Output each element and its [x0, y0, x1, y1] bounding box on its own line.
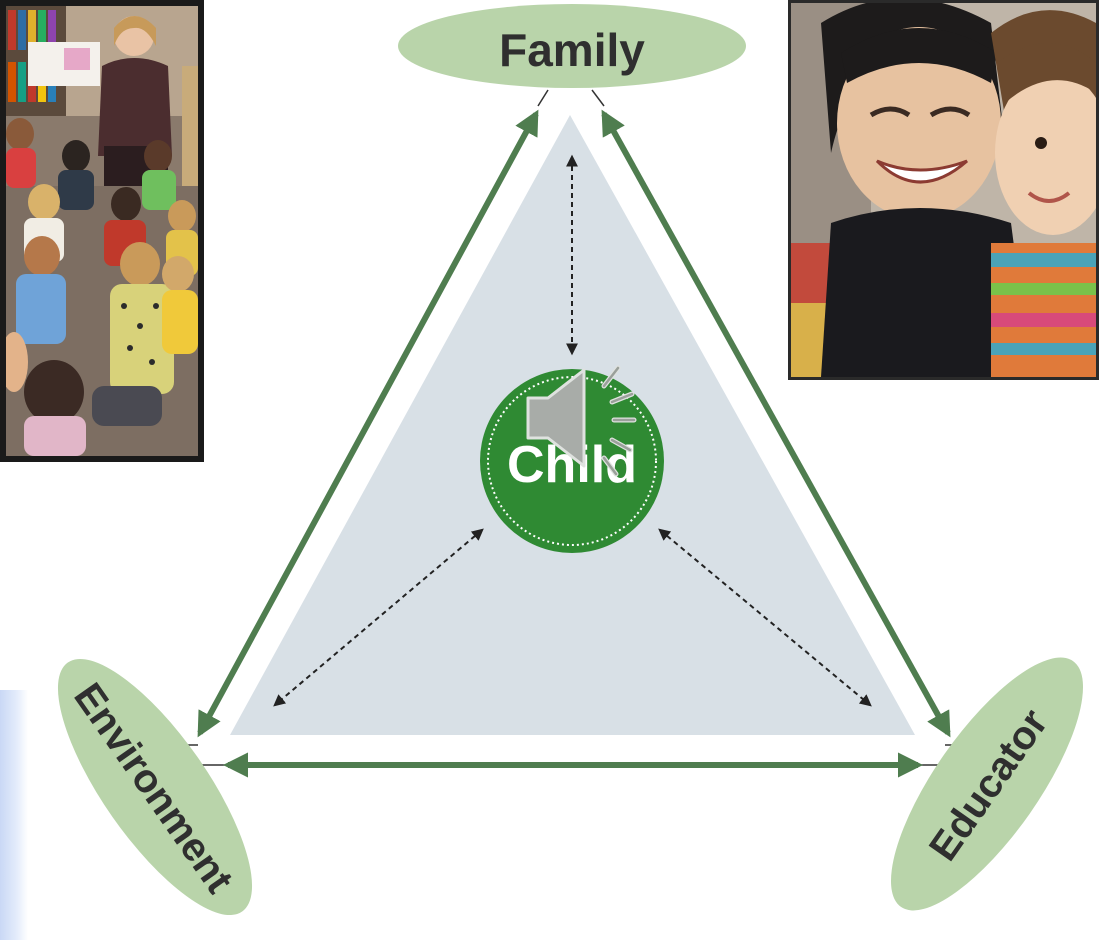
family-label: Family: [499, 24, 645, 76]
connector-family-right: [591, 89, 605, 107]
child-node: Child: [480, 369, 664, 553]
classroom-photo: [0, 0, 204, 462]
classroom-photo-illustration: [0, 6, 198, 456]
connector-family-left: [537, 89, 549, 107]
dashed-arrow-environment-child: [273, 528, 484, 707]
dashed-arrow-educator-child: [658, 528, 872, 707]
arrow-family-environment: [197, 109, 539, 738]
arrow-family-educator: [601, 109, 951, 738]
educator-node: Educator: [890, 657, 1084, 911]
background-glow: [0, 690, 28, 940]
family-node: Family: [398, 4, 746, 88]
speaker-icon[interactable]: [526, 365, 637, 477]
environment-node: Environment: [57, 658, 253, 916]
